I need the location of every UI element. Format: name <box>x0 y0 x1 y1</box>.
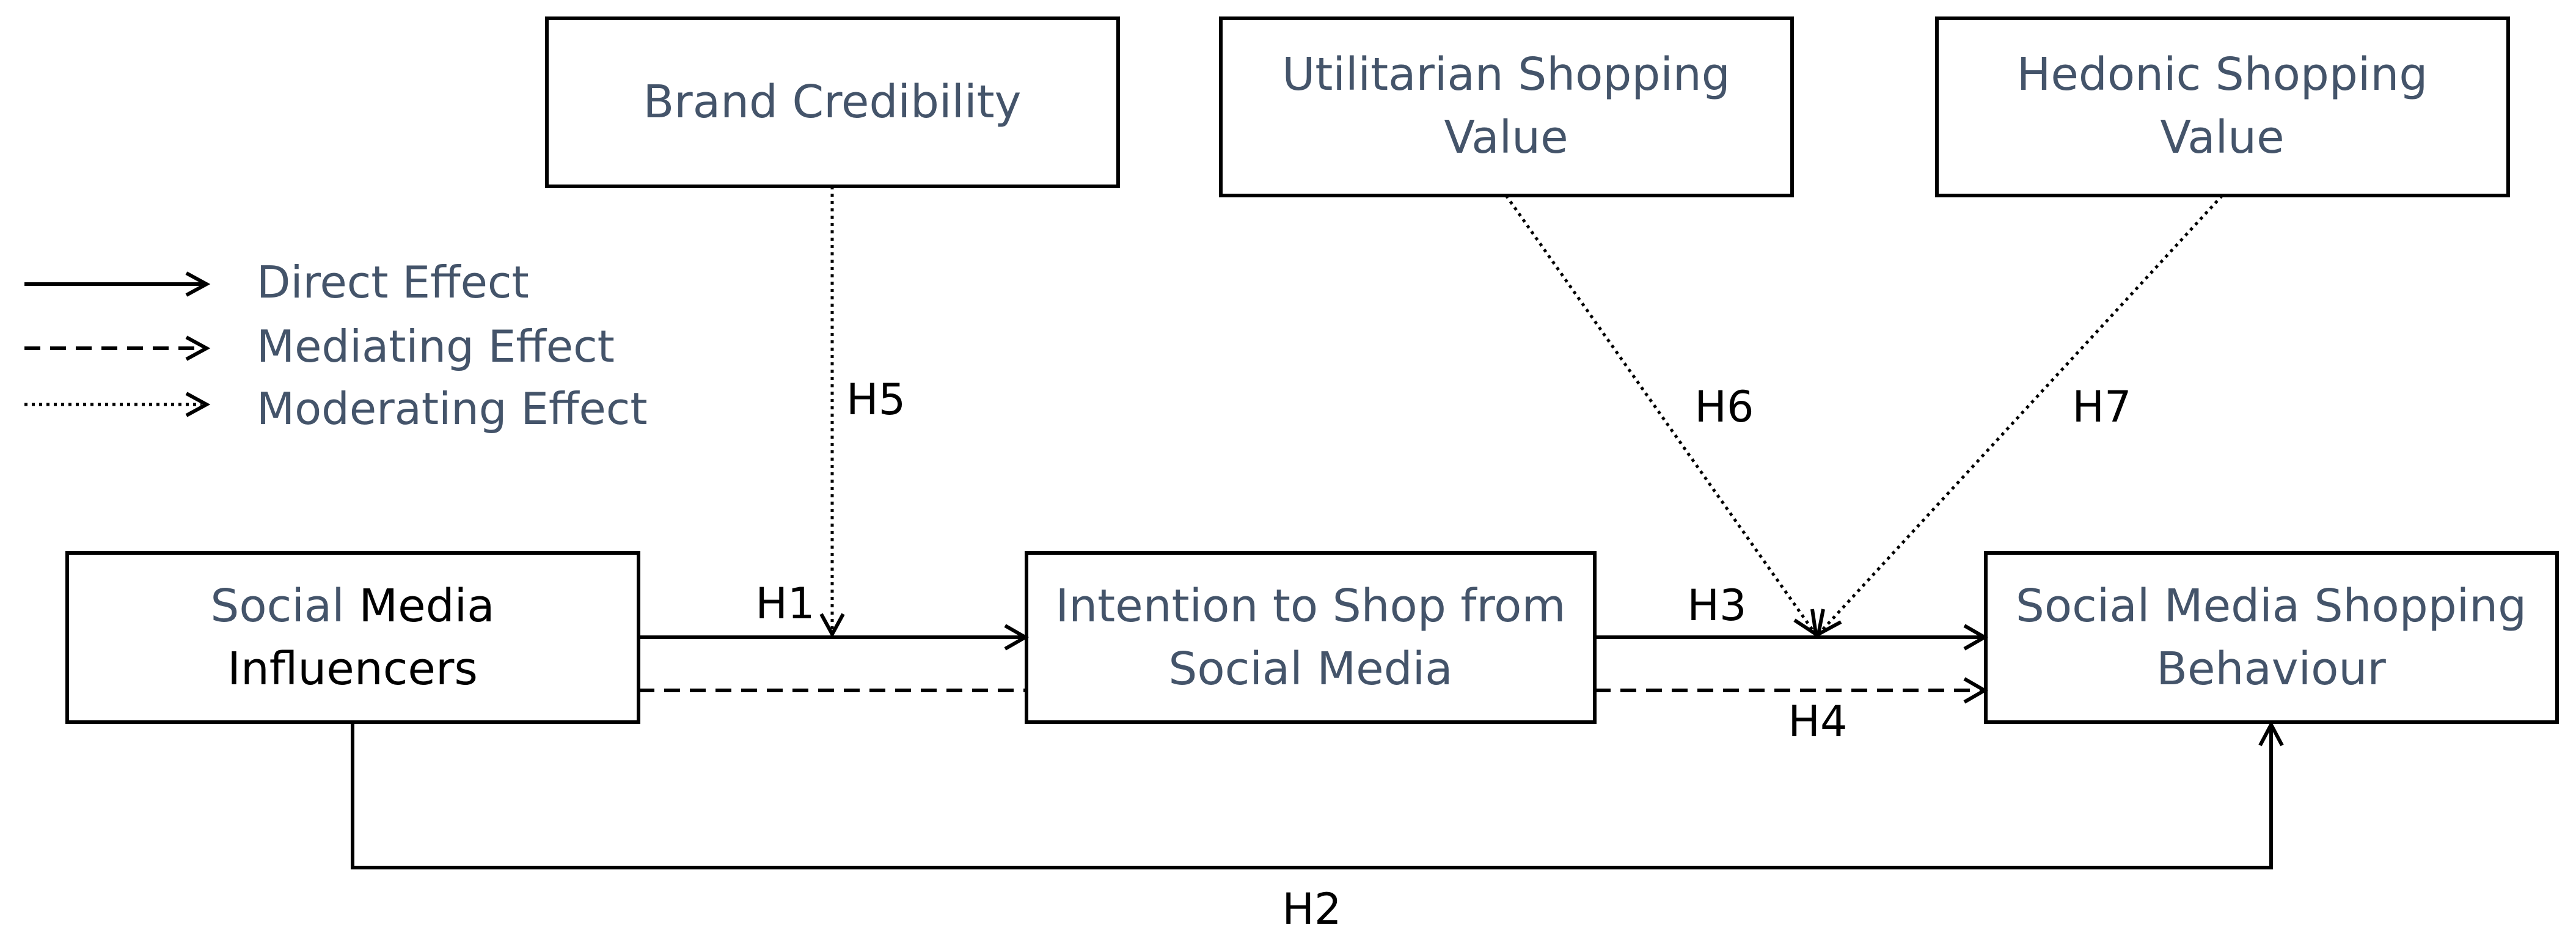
hedonic-value-construct: Hedonic Shopping Value <box>1935 16 2510 197</box>
legend-mediating-arrow-icon <box>185 335 211 361</box>
path-h7: H7 <box>1815 194 2223 638</box>
path-h6: H6 <box>1504 194 1818 638</box>
intention-label-line2: Social Media <box>1168 643 1452 695</box>
behaviour-construct: Social Media Shopping Behaviour <box>1984 551 2559 724</box>
h5-label: H5 <box>846 375 906 425</box>
social-media-influencers-label-line1: Social Media <box>210 580 494 632</box>
path-h1-arrow-icon <box>1004 624 1030 651</box>
legend-moderating-label: Moderating Effect <box>257 383 648 434</box>
h2-label: H2 <box>1282 884 1341 934</box>
smi-label-part-social: Social <box>210 580 359 632</box>
path-h3-arrow-icon <box>1963 624 1989 651</box>
path-h2-arrow-icon <box>2258 720 2284 747</box>
behaviour-label-line1: Social Media Shopping <box>2016 580 2527 632</box>
h4-label: H4 <box>1788 697 1847 747</box>
legend-direct-arrow-icon <box>185 271 211 297</box>
h3-label: H3 <box>1687 580 1746 631</box>
hedonic-value-box <box>1935 16 2510 197</box>
legend-moderating-arrow-icon <box>185 392 211 417</box>
legend-mediating: Mediating Effect <box>24 321 615 372</box>
smi-label-part-media: Media <box>359 580 494 632</box>
path-h5-arrow-icon <box>819 613 845 638</box>
path-h2-line <box>351 722 2273 869</box>
social-media-influencers-box <box>65 551 640 724</box>
utilitarian-value-label-line2: Value <box>1444 111 1568 164</box>
intention-label-line1: Intention to Shop from <box>1055 580 1565 632</box>
legend-direct: Direct Effect <box>24 257 529 308</box>
brand-credibility-construct: Brand Credibility <box>545 16 1120 188</box>
path-h5: H5 <box>819 186 906 638</box>
h1-label: H1 <box>755 579 814 629</box>
path-h1: H1 <box>639 579 1030 651</box>
hedonic-value-label-line1: Hedonic Shopping <box>2017 48 2428 101</box>
path-h2: H2 <box>351 720 2284 934</box>
legend-direct-label: Direct Effect <box>257 257 529 308</box>
path-h4: H4 <box>1595 677 1989 747</box>
brand-credibility-label: Brand Credibility <box>643 76 1022 128</box>
behaviour-box <box>1984 551 2559 724</box>
intention-box <box>1025 551 1597 724</box>
utilitarian-value-construct: Utilitarian Shopping Value <box>1219 16 1794 197</box>
brand-credibility-box <box>545 16 1120 188</box>
behaviour-label-line2: Behaviour <box>2156 643 2386 695</box>
h7-label: H7 <box>2072 382 2131 432</box>
legend: Direct Effect Mediating Effect Moderatin… <box>24 257 648 434</box>
path-h7-arrow-icon <box>1815 609 1842 638</box>
path-h3: H3 <box>1595 580 1989 651</box>
path-h6-arrow-icon <box>1793 609 1818 638</box>
hedonic-value-label-line2: Value <box>2160 111 2284 164</box>
path-h4-arrow-icon <box>1963 677 1989 704</box>
smi-label-part-influencers: Influencers <box>227 643 478 695</box>
h6-label: H6 <box>1694 382 1754 432</box>
legend-mediating-label: Mediating Effect <box>257 321 615 372</box>
social-media-influencers-construct: Social Media Influencers <box>65 551 640 724</box>
intention-construct: Intention to Shop from Social Media <box>1025 551 1597 724</box>
social-media-influencers-label-line2: Influencers <box>227 643 478 695</box>
utilitarian-value-label-line1: Utilitarian Shopping <box>1282 48 1730 101</box>
legend-moderating: Moderating Effect <box>24 383 648 434</box>
utilitarian-value-box <box>1219 16 1794 197</box>
path-h6-line <box>1504 194 1817 634</box>
